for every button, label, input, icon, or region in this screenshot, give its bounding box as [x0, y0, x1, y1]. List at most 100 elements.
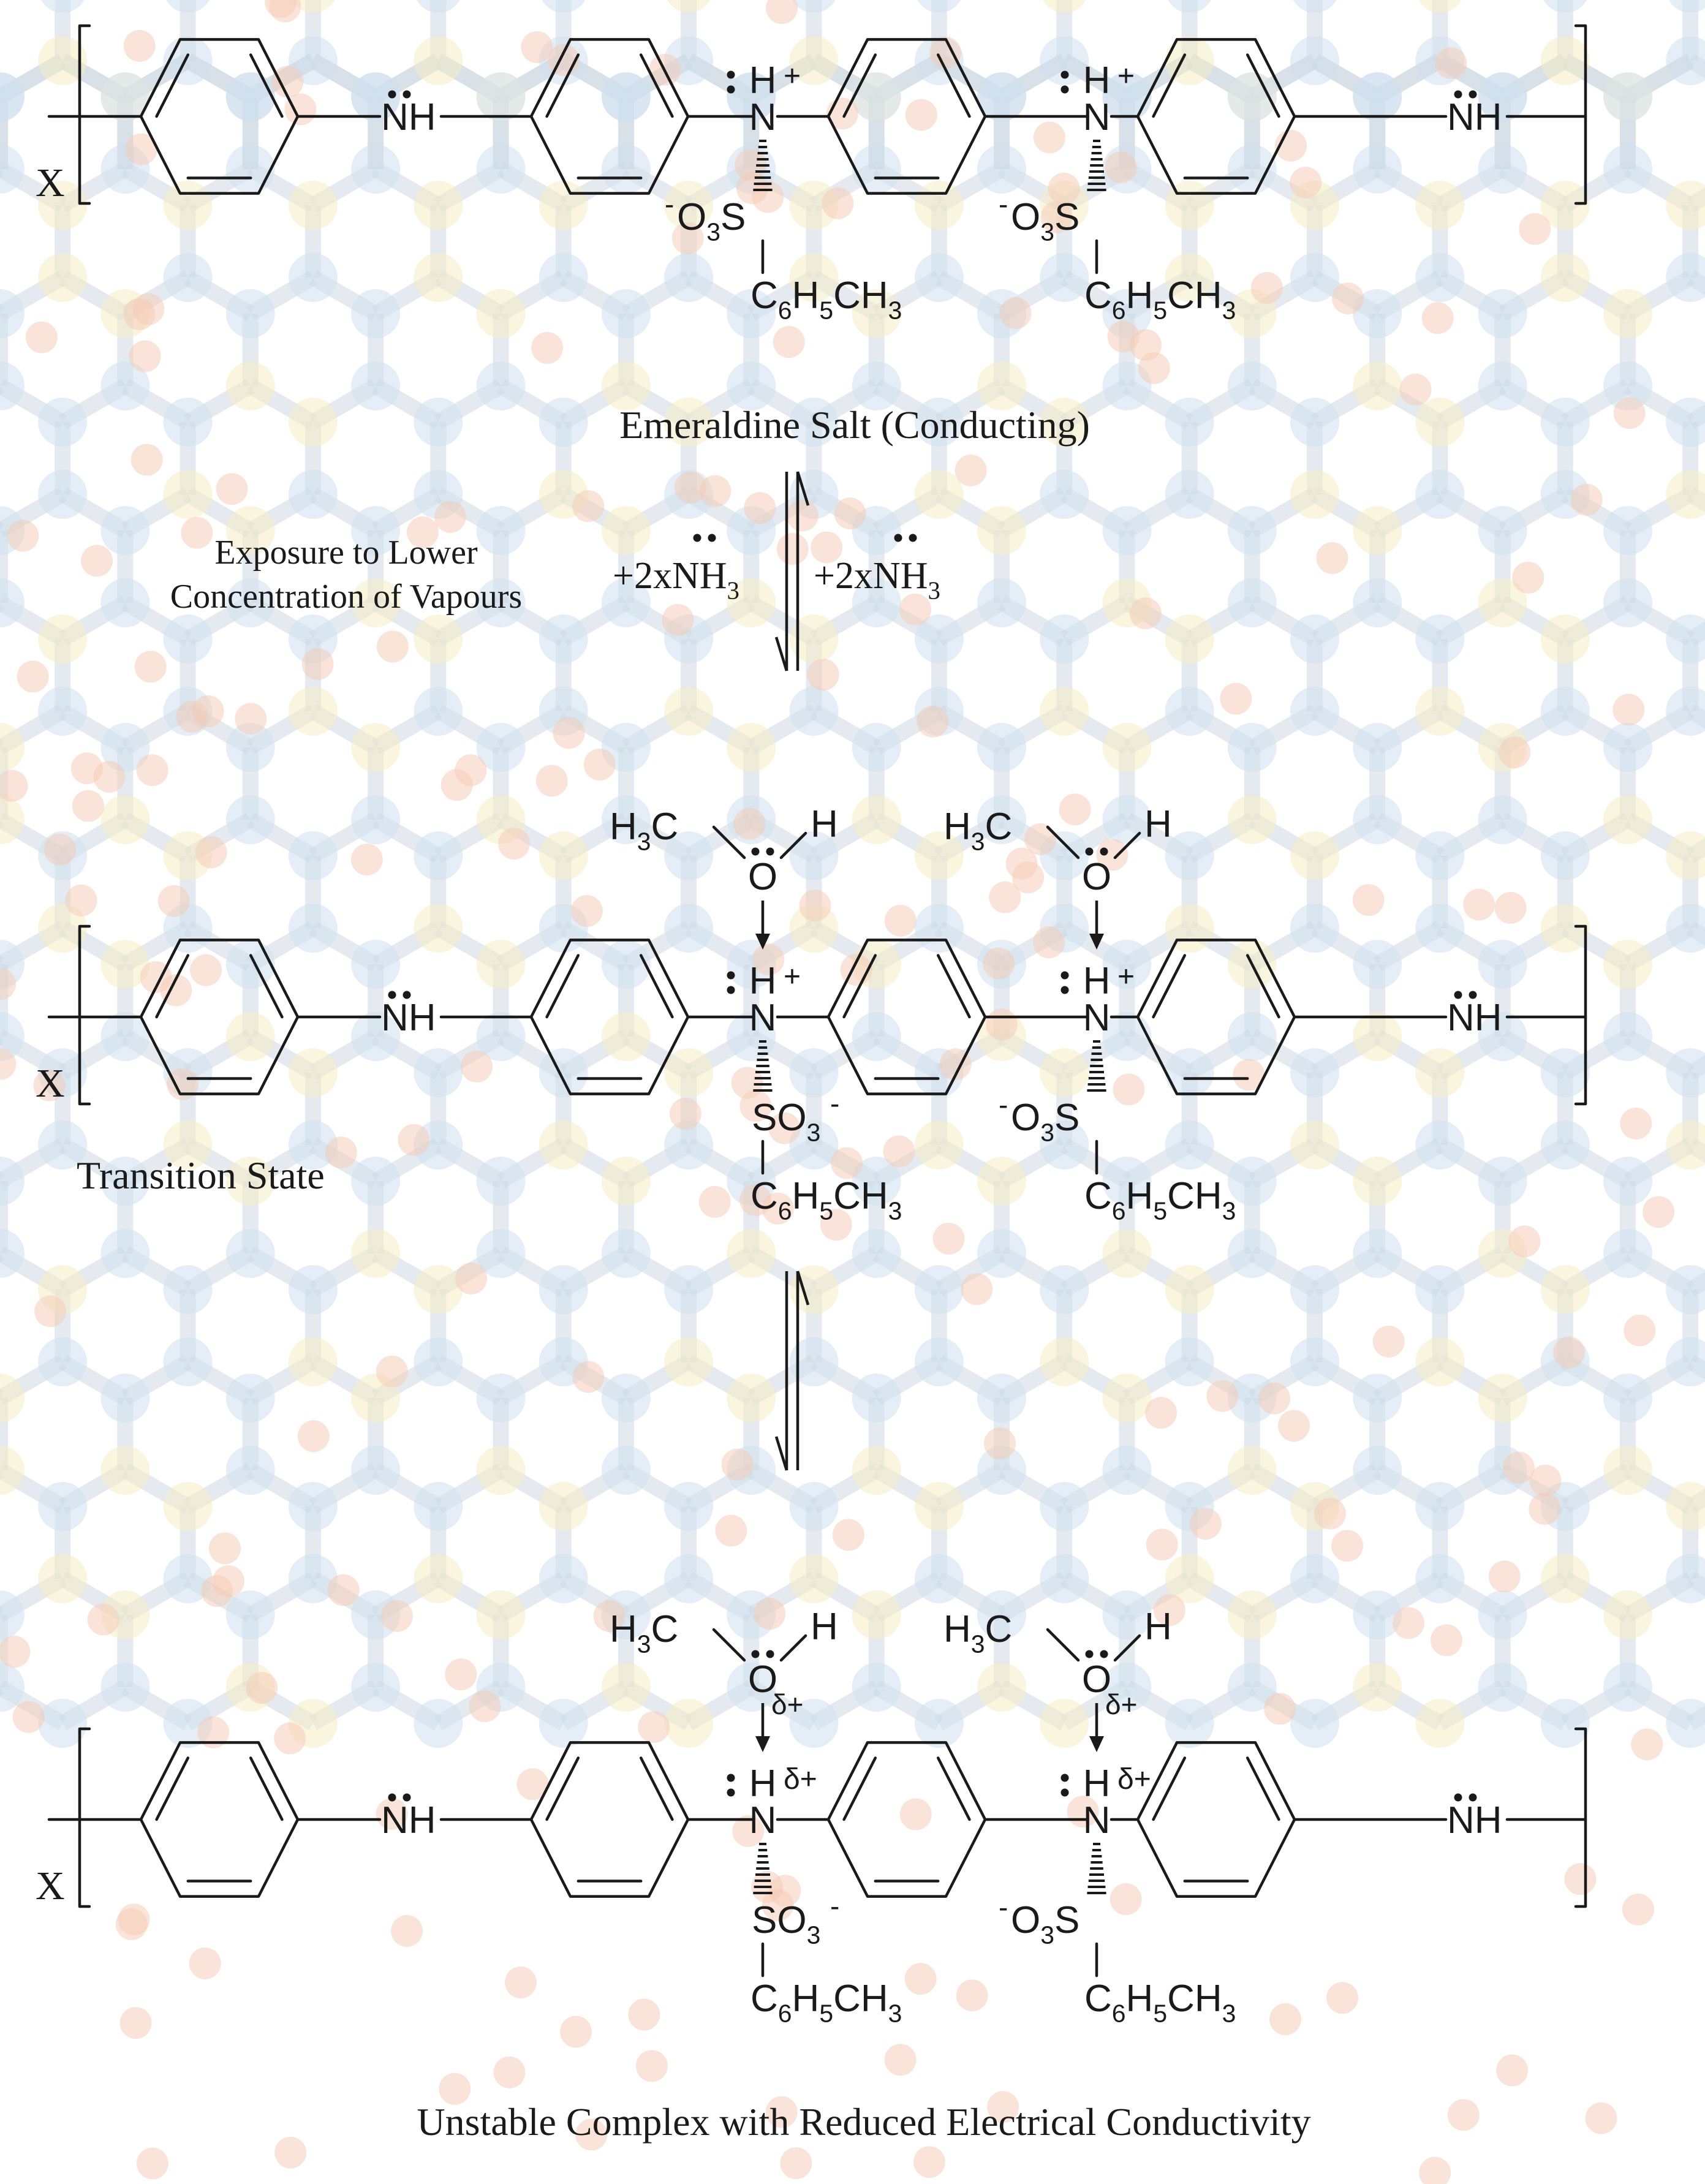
lattice-atom	[163, 253, 213, 302]
lattice-atom	[1415, 253, 1465, 302]
lattice-atom	[100, 1374, 150, 1423]
lattice-atom	[225, 72, 275, 121]
lattice-atom	[852, 1012, 901, 1061]
lattice-dopant	[1153, 1594, 1185, 1627]
lattice-atom	[1478, 1157, 1527, 1206]
complex-n-1-dots	[727, 1774, 735, 1797]
lattice-atom	[1415, 1482, 1465, 1531]
lattice-atom	[0, 72, 25, 121]
lattice-atom	[1353, 361, 1402, 410]
lattice-dopant	[1372, 1325, 1405, 1358]
lattice-atom	[664, 1120, 714, 1169]
lattice-atom	[476, 361, 526, 410]
lattice-dopant	[195, 836, 227, 869]
lattice-atom	[1353, 72, 1402, 121]
lattice-dopant	[1096, 839, 1128, 871]
lattice-atom	[664, 1265, 714, 1314]
lattice-dopant	[1508, 1225, 1541, 1258]
transition-bond-o-h-2	[1113, 831, 1141, 860]
lattice-dopant	[732, 1815, 765, 1848]
lattice-dopant	[398, 1124, 430, 1156]
lattice-atom	[789, 831, 839, 880]
lattice-atom	[789, 1554, 839, 1603]
lattice-atom	[100, 795, 150, 844]
lattice-atom	[288, 904, 338, 953]
emeraldine-o3s-1: O3S	[677, 196, 746, 246]
lattice-dopant	[984, 1427, 1016, 1460]
lattice-atom	[38, 904, 88, 953]
lattice-atom	[0, 361, 25, 410]
lattice-atom	[1293, 0, 1337, 13]
lattice-atom	[1415, 470, 1465, 519]
lattice-atom	[476, 289, 526, 338]
ring-double-bond	[1246, 954, 1280, 1019]
transition-n-2-charge: +	[1117, 961, 1135, 993]
lattice-dopant	[439, 2073, 471, 2105]
lattice-atom	[852, 1157, 901, 1206]
lattice-dopant	[961, 1273, 993, 1305]
caption-emeraldine: Emeraldine Salt (Conducting)	[619, 403, 1090, 447]
complex-coordination-arrow-1	[755, 1703, 770, 1752]
lattice-atom	[1540, 1120, 1590, 1169]
lattice-dopant	[671, 222, 704, 254]
lattice-atom	[789, 398, 839, 447]
complex-ring-4	[1136, 1741, 1296, 1898]
emeraldine-toluene-2: C6H5CH3	[1084, 274, 1236, 324]
emeraldine-nh-2-dots	[1454, 90, 1477, 99]
lattice-atom	[41, 0, 85, 13]
lattice-atom	[1227, 1663, 1277, 1712]
lattice-atom	[539, 1699, 588, 1748]
lattice-dopant	[1277, 1410, 1310, 1442]
lattice-dopant	[1463, 888, 1495, 921]
lattice-atom	[288, 470, 338, 519]
lattice-atom	[1540, 614, 1590, 663]
ring-double-bond	[155, 1756, 190, 1821]
lattice-dopant	[721, 1448, 754, 1481]
complex-n-2-h: H	[1083, 1763, 1111, 1805]
lattice-atom	[1666, 1554, 1705, 1603]
lattice-atom	[852, 361, 901, 410]
lattice-dopant	[1352, 884, 1385, 916]
lattice-atom	[1603, 1446, 1652, 1495]
transition-methyl-2: H3C	[943, 806, 1012, 855]
lattice-atom	[914, 614, 964, 663]
lattice-atom	[476, 578, 526, 627]
lattice-atom	[1415, 1265, 1465, 1314]
lattice-dopant	[635, 2050, 668, 2082]
lattice-atom	[1353, 1157, 1402, 1206]
lattice-dopant	[698, 1185, 731, 1218]
lattice-dopant	[1033, 121, 1065, 154]
lattice-atom	[1102, 506, 1152, 555]
lattice-atom	[38, 687, 88, 736]
lattice-dopant	[768, 1112, 801, 1144]
ring-double-bond	[1246, 1756, 1280, 1821]
lattice-dopant	[189, 1947, 221, 1979]
lattice-atom	[1165, 1554, 1214, 1603]
lattice-dopant	[516, 1768, 549, 1800]
lattice-dopant	[70, 752, 103, 785]
lattice-dopant	[583, 748, 616, 780]
lattice-atom	[1603, 1229, 1652, 1278]
emeraldine-ring-1	[139, 38, 300, 195]
transition-oh-h-2: H	[1144, 803, 1172, 845]
complex-n-1-h: H	[749, 1763, 777, 1805]
reagent-right-dots	[894, 534, 917, 542]
lattice-atom	[476, 506, 526, 555]
lattice-atom	[1290, 253, 1340, 302]
lattice-dopant	[766, 0, 798, 25]
lattice-atom	[977, 1663, 1027, 1712]
lattice-atom	[1353, 578, 1402, 627]
reverse-arrow-barb	[796, 471, 810, 506]
lattice-dopant	[1570, 483, 1603, 516]
lattice-atom	[163, 1337, 213, 1386]
lattice-atom	[351, 506, 401, 555]
lattice-atom	[1415, 181, 1465, 230]
lattice-dopant	[983, 947, 1015, 980]
ring-double-bond	[545, 53, 580, 118]
lattice-atom	[1353, 723, 1402, 772]
lattice-atom	[1603, 145, 1652, 194]
lattice-atom	[789, 1337, 839, 1386]
ring-double-bond	[639, 53, 674, 118]
lattice-dopant	[955, 454, 987, 486]
